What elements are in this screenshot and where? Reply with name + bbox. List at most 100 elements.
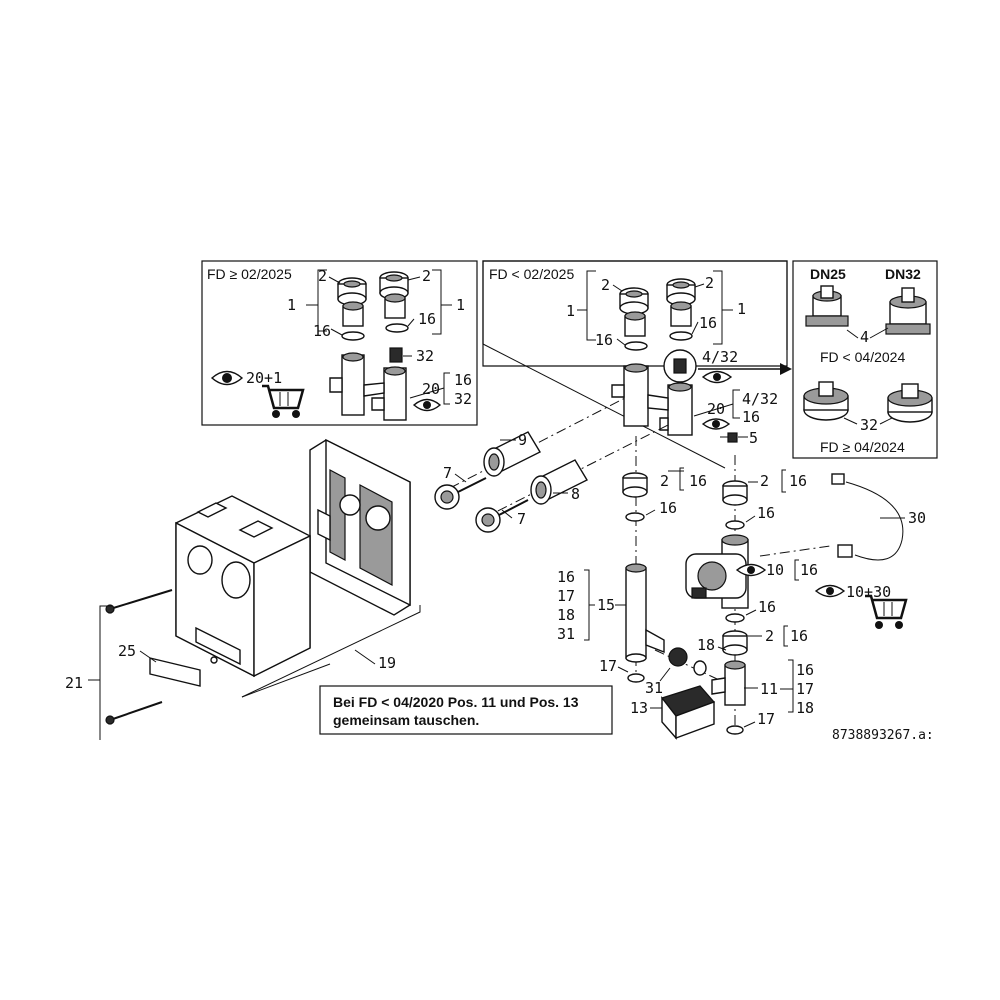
label-20-plus-1: 20+1 [246,369,282,387]
seal-ring [725,613,745,623]
thermometer-sleeve-8 [530,459,588,505]
thermometer-7 [475,499,529,533]
label-4: 4 [860,328,869,346]
eye-icon [701,418,731,430]
valve-body [611,363,693,436]
label-7: 7 [517,510,526,528]
eye-icon [735,563,767,577]
label-5: 5 [749,429,758,447]
screw [720,432,738,443]
label-16: 16 [659,499,677,517]
arrow-right-icon [698,363,792,375]
adapter [624,301,692,337]
label-17: 17 [557,587,575,605]
label-17: 17 [796,680,814,698]
label-2: 2 [660,472,669,490]
label-11: 11 [760,680,778,698]
label-8: 8 [571,485,580,503]
nut-column-left [622,472,648,522]
valve-insert [389,347,403,363]
label-16: 16 [790,627,808,645]
label-16: 16 [699,314,717,332]
adapter [342,293,406,327]
label-16: 16 [742,408,760,426]
eye-icon [701,370,733,384]
insulation-back-19 [309,438,411,616]
eye-icon [814,584,846,598]
seal-ring [624,341,648,351]
panel-dn-frame [792,260,938,459]
label-1: 1 [456,296,465,314]
dn25-title: DN25 [810,266,846,282]
eye-icon [210,370,244,386]
seal-ring [341,331,365,341]
label-16: 16 [789,472,807,490]
label-2: 2 [765,627,774,645]
label-18: 18 [697,636,715,654]
shopping-cart-icon [262,384,305,418]
note-line-1: Bei FD < 04/2020 Pos. 11 und Pos. 13 [333,694,579,710]
panel-fd-old-title: FD < 02/2025 [489,266,574,282]
actuator-13 [660,685,716,740]
label-31: 31 [645,679,663,697]
label-1: 1 [287,296,296,314]
screw-21 [105,701,163,725]
label-32: 32 [454,390,472,408]
label-18: 18 [557,606,575,624]
shopping-cart-icon [865,594,908,629]
label-2: 2 [422,267,431,285]
label-32: 32 [860,416,878,434]
seal-ring [627,673,645,683]
label-19: 19 [378,654,396,672]
nut-18-left [668,647,707,676]
valve-insert-dn32-new [887,383,933,423]
label-plate-25 [149,657,201,687]
valve-insert-dn25 [805,285,849,327]
thermometer-7 [434,477,487,510]
label-7: 7 [443,464,452,482]
label-1: 1 [566,302,575,320]
label-16: 16 [689,472,707,490]
fd-new-2024: FD ≥ 04/2024 [820,439,905,455]
panel-fd-new-title: FD ≥ 02/2025 [207,266,292,282]
nut-column-right [722,480,748,530]
label-17: 17 [757,710,775,728]
label-16: 16 [418,310,436,328]
label-25: 25 [118,642,136,660]
note-line-2: gemeinsam tauschen. [333,712,479,728]
panel-dn-variants: DN25 DN32 4 FD < 04/2024 [792,260,938,459]
label-9: 9 [518,431,527,449]
label-16: 16 [796,661,814,679]
eye-icon [412,398,442,412]
panel-fd-old: FD < 02/2025 [482,260,792,469]
insulation-cover [175,495,311,678]
label-10-plus-30: 10+30 [846,583,891,601]
label-13: 13 [630,699,648,717]
valve-body [329,352,407,421]
label-20: 20 [707,400,725,418]
valve-11 [711,660,746,706]
label-32: 32 [416,347,434,365]
label-4-32: 4/32 [702,348,738,366]
seal-ring [669,331,693,341]
note-box: Bei FD < 04/2020 Pos. 11 und Pos. 13 gem… [319,685,613,735]
label-16: 16 [757,504,775,522]
label-16: 16 [800,561,818,579]
panel-fd-new: FD ≥ 02/2025 [201,260,478,426]
note-frame [319,685,613,735]
thermometer-sleeve-9 [483,431,541,477]
label-2: 2 [705,274,714,292]
label-10: 10 [766,561,784,579]
label-2: 2 [318,267,327,285]
label-20: 20 [422,380,440,398]
label-30: 30 [908,509,926,527]
pipe-15 [625,563,665,663]
seal-ring [726,725,744,735]
label-2: 2 [760,472,769,490]
label-31: 31 [557,625,575,643]
label-1: 1 [737,300,746,318]
cap-nut [619,287,649,315]
valve-insert-magnified [663,349,697,383]
label-18: 18 [796,699,814,717]
